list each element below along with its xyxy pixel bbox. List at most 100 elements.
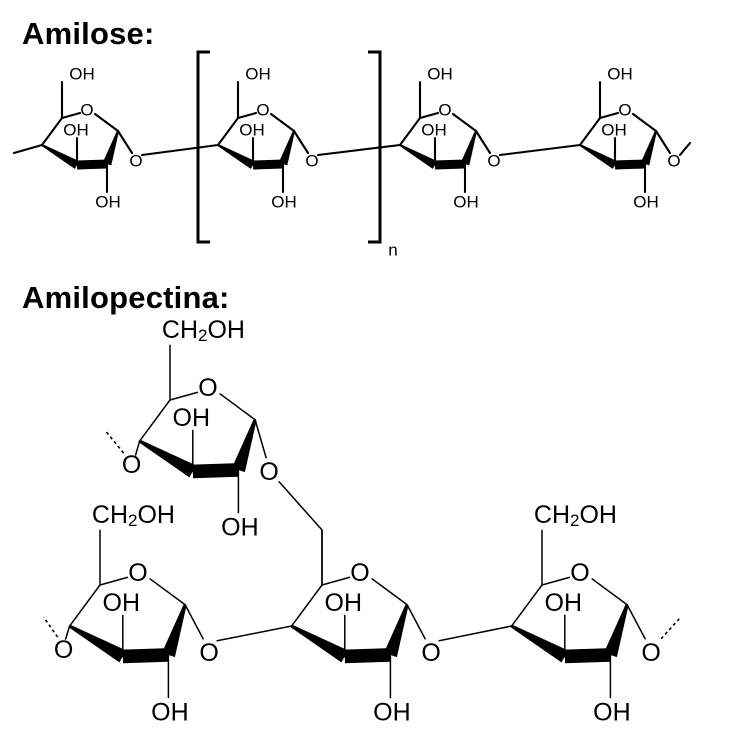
bond-c5-o (236, 111, 258, 120)
bond-o-c1 (451, 112, 478, 133)
hydroxymethyl-label: OH (427, 65, 453, 84)
bond-o-c1 (219, 393, 256, 421)
ring-oxygen-label: O (128, 559, 147, 587)
bond-c3-c4 (217, 144, 256, 169)
hydroxyl-label: OH (373, 699, 411, 727)
link-oxygen-label: O (421, 639, 440, 667)
bond-c5-o (598, 111, 620, 120)
bond-c4-link-o (134, 440, 141, 456)
bond-c5-o (169, 391, 199, 401)
hydroxymethyl-label: CH2OH (534, 501, 617, 530)
bond-o-c1 (149, 578, 186, 606)
bond-o-c1 (371, 578, 408, 606)
bond-c1-link-o (254, 419, 267, 459)
bond-c3-c4 (290, 624, 349, 663)
hydroxyl-label: OH (239, 121, 265, 140)
bond-c1-c2 (640, 130, 657, 166)
bond-c1-c2 (460, 130, 477, 166)
amylopectin-ring-3: O CH2OH OH OH (510, 501, 631, 727)
hydroxyl-label: OH (601, 121, 627, 140)
bond-c3-c4 (138, 439, 197, 478)
hydroxyl-label: OH (633, 193, 659, 212)
hydroxyl-label: OH (453, 193, 479, 212)
bond-c1-c2 (161, 604, 187, 658)
bond-c1-c2 (102, 130, 119, 166)
link-oxygen-label: O (487, 152, 500, 171)
repeat-subscript: n (388, 241, 397, 260)
hydroxymethyl-label: OH (69, 65, 95, 84)
hydroxyl-label: OH (593, 699, 631, 727)
bond-o-c1 (591, 578, 628, 606)
link-oxygen-label: O (305, 152, 318, 171)
bond-c4-c5 (40, 116, 64, 147)
bond-c1-c2 (383, 604, 409, 658)
bond-c4-c5 (138, 399, 171, 442)
bond-c4-c5 (68, 584, 101, 627)
bond-c2-c3 (434, 159, 466, 170)
hydroxyl-label: OH (151, 699, 189, 727)
amylopectin-title: Amilopectina: (22, 280, 230, 315)
ring-oxygen-label: O (256, 101, 269, 120)
right-bracket (368, 50, 382, 244)
bond-c1-link-o (406, 604, 426, 640)
hydroxyl-label: OH (103, 589, 141, 617)
bond-chain-start (12, 143, 44, 155)
bond-dashed-continuation (42, 616, 59, 638)
hydroxyl-label: OH (325, 589, 363, 617)
bond-link-o-c6 (278, 481, 323, 531)
bond-c4-c5 (578, 116, 602, 147)
bond-o-c1 (93, 112, 120, 133)
bond-link-o-c4 (216, 625, 293, 642)
bond-c5-o (541, 576, 571, 586)
hydroxyl-label: OH (173, 404, 211, 432)
bond-c3-c4 (579, 144, 618, 169)
amylopectin-ring-1: O CH2OH OH OH (68, 501, 189, 727)
bond-dashed-continuation (104, 430, 125, 454)
bond-link-o-c4 (316, 143, 402, 157)
bond-c1-link-o (474, 129, 492, 155)
bond-c1-c2 (278, 130, 295, 166)
bond-link-o-c4 (438, 625, 513, 642)
ring-oxygen-label: O (570, 559, 589, 587)
left-bracket (196, 50, 210, 244)
link-oxygen-label: O (122, 451, 141, 479)
hydroxyl-label: OH (421, 121, 447, 140)
hydroxyl-label: OH (221, 514, 259, 542)
link-oxygen-label: O (199, 639, 218, 667)
amylopectin-glycosidic-links: O O O O O O (42, 419, 682, 667)
bond-c5-o (99, 576, 129, 586)
bond-o-c1 (631, 112, 658, 133)
bond-c5-o (321, 576, 351, 586)
bond-c4-link-o (64, 625, 71, 640)
bond-c4-c5 (510, 584, 543, 627)
hydroxyl-label: OH (545, 589, 583, 617)
hydroxyl-label: OH (271, 193, 297, 212)
link-oxygen-label: O (54, 636, 73, 664)
hydroxyl-label: OH (63, 121, 89, 140)
link-oxygen-label: O (129, 152, 142, 171)
bond-chain-end (678, 141, 692, 157)
hydroxymethyl-label: CH2OH (92, 501, 175, 530)
bond-c4-c5 (398, 116, 422, 147)
bond-link-o-c4 (498, 143, 582, 157)
bond-c4-c5 (216, 116, 240, 147)
link-oxygen-label: O (667, 152, 680, 171)
bond-c1-link-o (654, 129, 672, 155)
bond-c4-c5 (290, 584, 323, 627)
bond-c5-o (60, 111, 82, 120)
bond-c2-c3 (252, 159, 284, 170)
bond-dashed-continuation (660, 616, 682, 640)
ring-oxygen-label: O (198, 374, 217, 402)
bond-c3-c4 (399, 144, 438, 169)
bond-c1-link-o (116, 129, 134, 155)
amylose-title: Amilose: (22, 16, 155, 51)
ring-oxygen-label: O (350, 559, 369, 587)
bond-c1-c2 (231, 419, 257, 473)
bond-c2-c3 (122, 648, 169, 664)
